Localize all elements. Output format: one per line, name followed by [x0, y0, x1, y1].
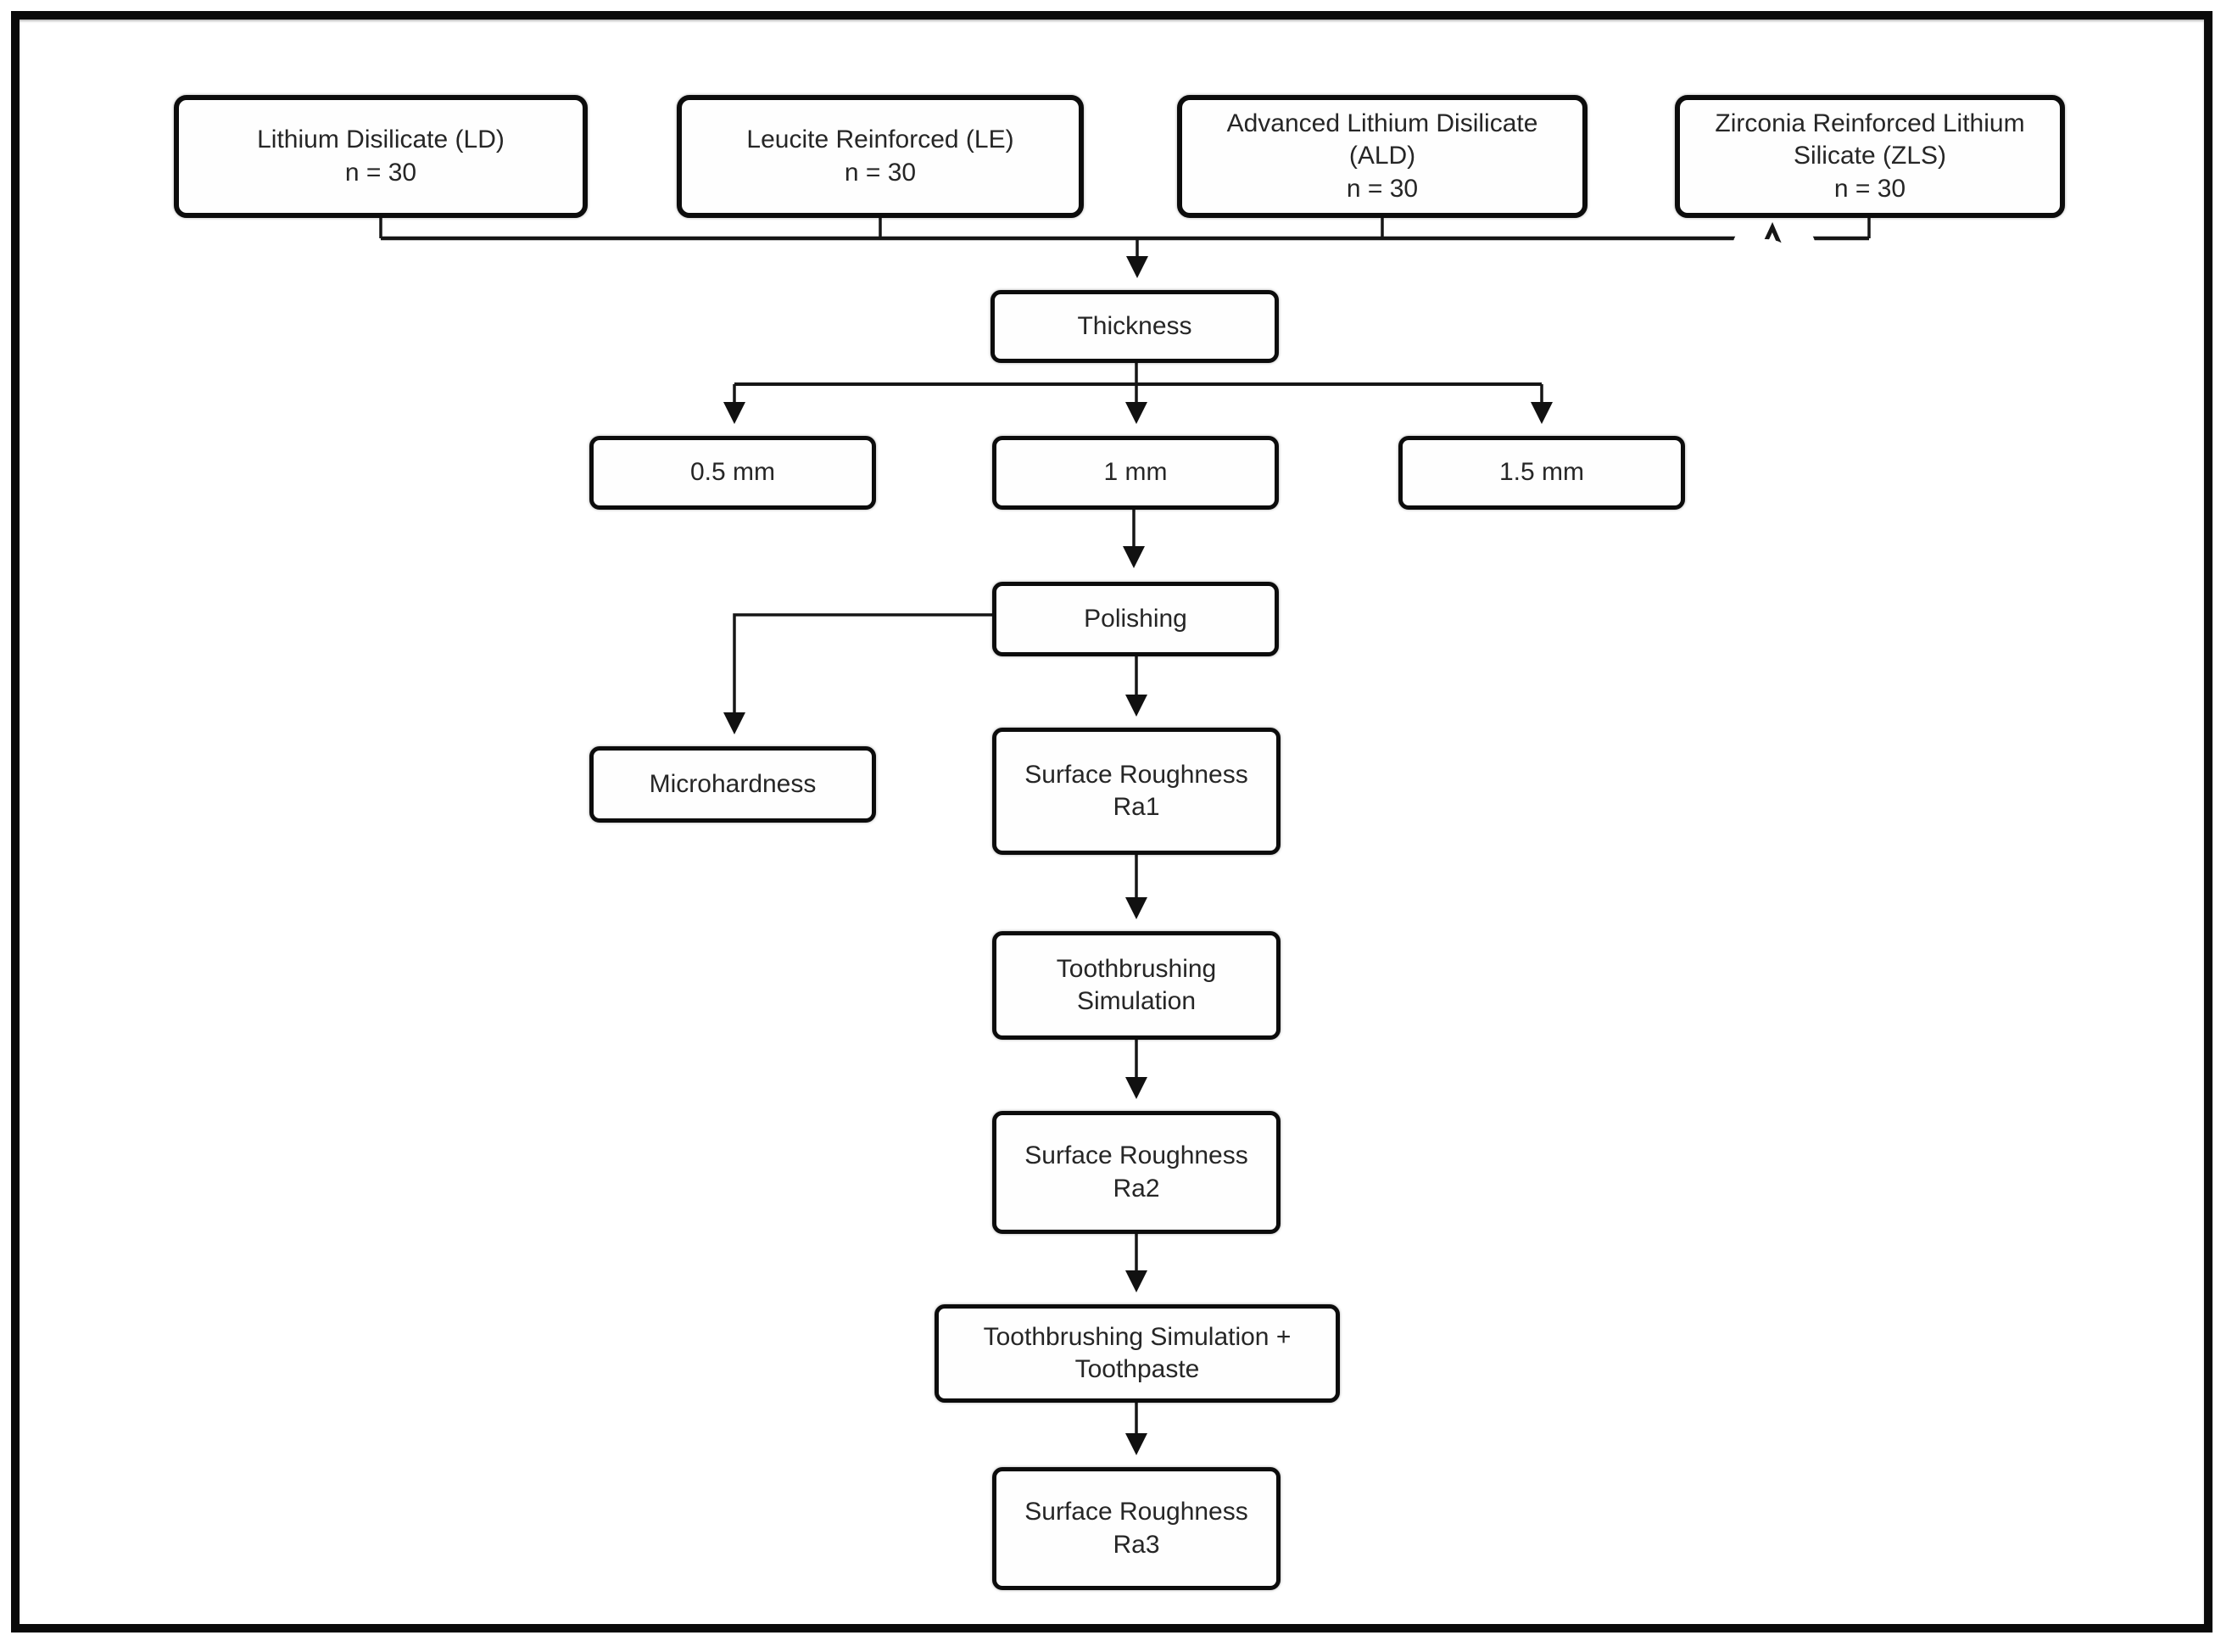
node-label: Advanced Lithium Disilicate (ALD) n = 30 [1226, 109, 1538, 203]
arrow-into-ra2 [1125, 1077, 1147, 1099]
edge-polishing-microhardness [733, 613, 992, 714]
node-label: Zirconia Reinforced Lithium Silicate (ZL… [1715, 109, 2025, 203]
node-thickness-1-5mm: 1.5 mm [1398, 436, 1685, 510]
node-leucite-reinforced: Leucite Reinforced (LE) n = 30 [677, 95, 1084, 218]
arrowheads [723, 256, 1553, 1455]
artifact-smudge [1733, 221, 1815, 263]
node-microhardness: Microhardness [589, 746, 876, 823]
node-polishing: Polishing [992, 582, 1279, 656]
node-label: 1 mm [1103, 458, 1168, 487]
node-label: 0.5 mm [689, 458, 776, 487]
node-label: Thickness [1077, 311, 1192, 340]
node-advanced-lithium-disilicate: Advanced Lithium Disilicate (ALD) n = 30 [1177, 95, 1588, 218]
node-label: Leucite Reinforced (LE) n = 30 [746, 126, 1014, 187]
node-label: Polishing [1084, 604, 1187, 633]
arrow-into-ra1 [1125, 695, 1147, 717]
node-label: Microhardness [649, 769, 817, 798]
arrow-into-tbstp [1125, 1270, 1147, 1292]
node-label: Surface Roughness Ra1 [1024, 760, 1248, 821]
node-label: Surface Roughness Ra3 [1024, 1498, 1248, 1559]
edge-lines [379, 218, 1871, 1435]
node-thickness: Thickness [990, 290, 1279, 363]
node-label: Lithium Disilicate (LD) n = 30 [257, 126, 505, 187]
node-label: Toothbrushing Simulation [1056, 954, 1217, 1015]
node-label: Surface Roughness Ra2 [1024, 1141, 1248, 1203]
node-thickness-0-5mm: 0.5 mm [589, 436, 876, 510]
arrow-into-polishing [1123, 546, 1145, 568]
node-surface-roughness-ra2: Surface Roughness Ra2 [992, 1111, 1281, 1234]
node-label: 1.5 mm [1498, 458, 1585, 487]
node-surface-roughness-ra1: Surface Roughness Ra1 [992, 728, 1281, 855]
arrow-into-tbs [1125, 897, 1147, 919]
arrow-into-thickness [1126, 256, 1148, 278]
arrow-into-t1 [1125, 402, 1147, 424]
node-surface-roughness-ra3: Surface Roughness Ra3 [992, 1467, 1281, 1590]
node-toothbrushing-simulation: Toothbrushing Simulation [992, 931, 1281, 1040]
node-thickness-1mm: 1 mm [992, 436, 1279, 510]
node-zirconia-reinforced-lithium-silicate: Zirconia Reinforced Lithium Silicate (ZL… [1675, 95, 2065, 218]
arrow-into-t15 [1531, 402, 1553, 424]
arrow-into-ra3 [1125, 1433, 1147, 1455]
outer-frame [11, 11, 2212, 1632]
arrow-into-microhardness [723, 712, 745, 734]
node-toothbrushing-simulation-toothpaste: Toothbrushing Simulation + Toothpaste [935, 1304, 1340, 1403]
node-label: Toothbrushing Simulation + Toothpaste [983, 1322, 1292, 1383]
node-lithium-disilicate: Lithium Disilicate (LD) n = 30 [174, 95, 588, 218]
arrow-into-t05 [723, 402, 745, 424]
